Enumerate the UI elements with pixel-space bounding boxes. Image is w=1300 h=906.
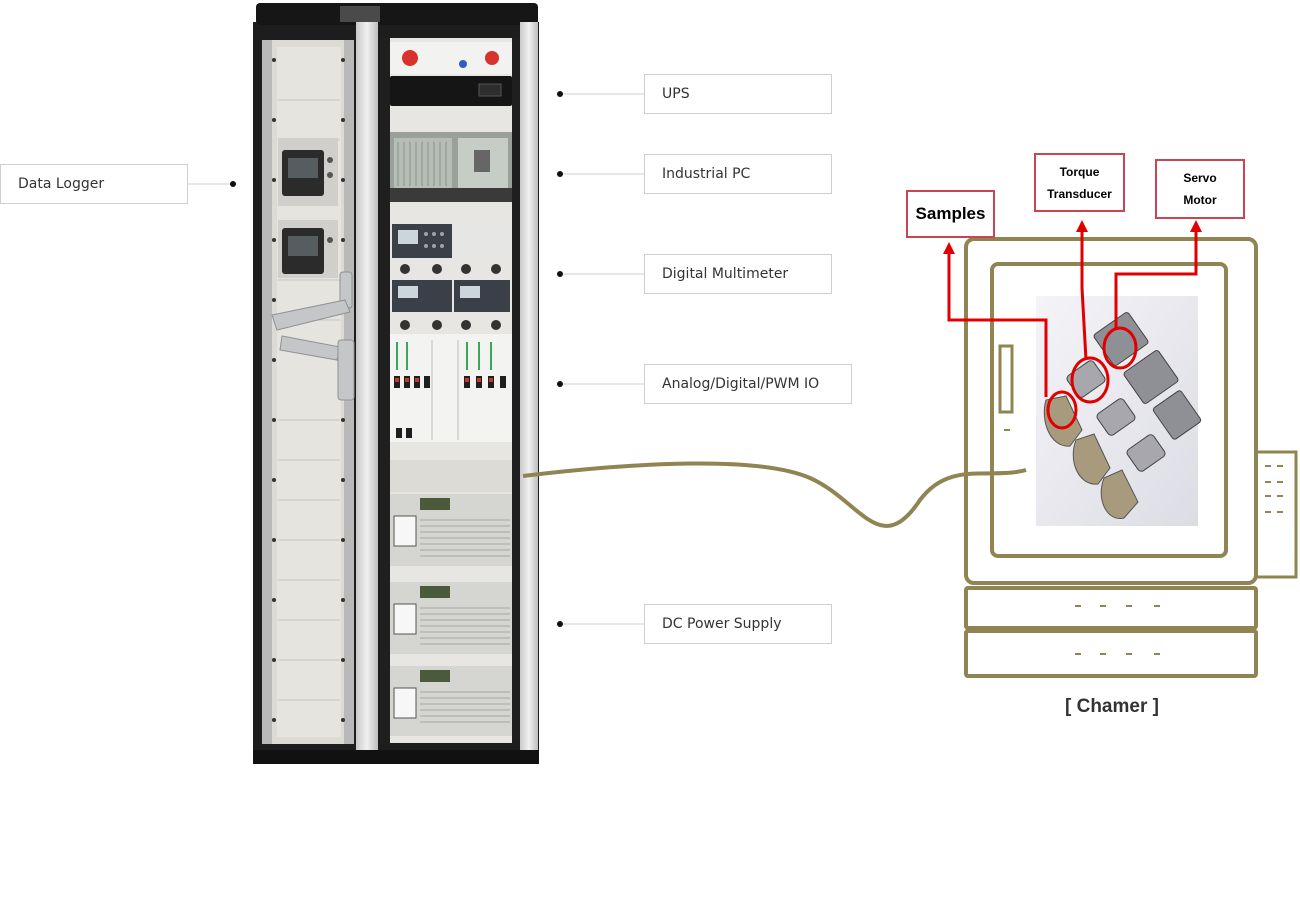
- dc-power-supply-label: DC Power Supply: [644, 604, 832, 644]
- chamber: [964, 237, 1298, 678]
- test-fixtures: [1036, 296, 1202, 526]
- io-module-unit: [390, 334, 512, 442]
- connection-cable: [522, 461, 1027, 528]
- data-logger-unit: [278, 138, 338, 206]
- industrial-pc-unit: [390, 132, 512, 202]
- chamber-dashes: [1004, 429, 1283, 655]
- dc-power-supply-unit: [390, 582, 512, 654]
- torque-transducer-line1: Torque: [1059, 164, 1100, 179]
- rack-cabinet: [253, 3, 539, 764]
- chamber-caption: [ Chamer ]: [1065, 696, 1159, 717]
- digital-multimeter-unit: [390, 222, 512, 330]
- samples-label: Samples: [906, 190, 995, 238]
- fixture-row: [1072, 350, 1179, 485]
- rack-drawer: [390, 460, 512, 492]
- red-callouts: [947, 232, 1198, 430]
- dc-power-supply-unit: [390, 494, 512, 566]
- data-logger-unit: [278, 220, 338, 278]
- digital-multimeter-label: Digital Multimeter: [644, 254, 832, 294]
- callout-dots: [230, 91, 563, 627]
- samples-label-text: Samples: [915, 204, 986, 223]
- ups-unit: [390, 76, 512, 106]
- fixture-row: [1100, 390, 1202, 519]
- left-rack-column: [262, 22, 378, 750]
- ups-label: UPS: [644, 74, 832, 114]
- data-logger-label: Data Logger: [0, 164, 188, 204]
- power-control-panel: [390, 42, 512, 74]
- torque-transducer-label: Torque Transducer: [1034, 153, 1125, 212]
- monitor-arm: [271, 271, 355, 401]
- right-rack-column: [380, 22, 538, 750]
- callout-leaders: [188, 93, 645, 625]
- io-label: Analog/Digital/PWM IO: [644, 364, 852, 404]
- red-arrowheads: [943, 220, 1202, 254]
- torque-transducer-line2: Transducer: [1047, 186, 1112, 201]
- servo-motor-line1: Servo: [1183, 171, 1217, 185]
- dc-power-supply-unit: [390, 666, 512, 736]
- servo-motor-label: Servo Motor: [1155, 159, 1245, 219]
- servo-motor-line2: Motor: [1183, 193, 1217, 207]
- industrial-pc-label: Industrial PC: [644, 154, 832, 194]
